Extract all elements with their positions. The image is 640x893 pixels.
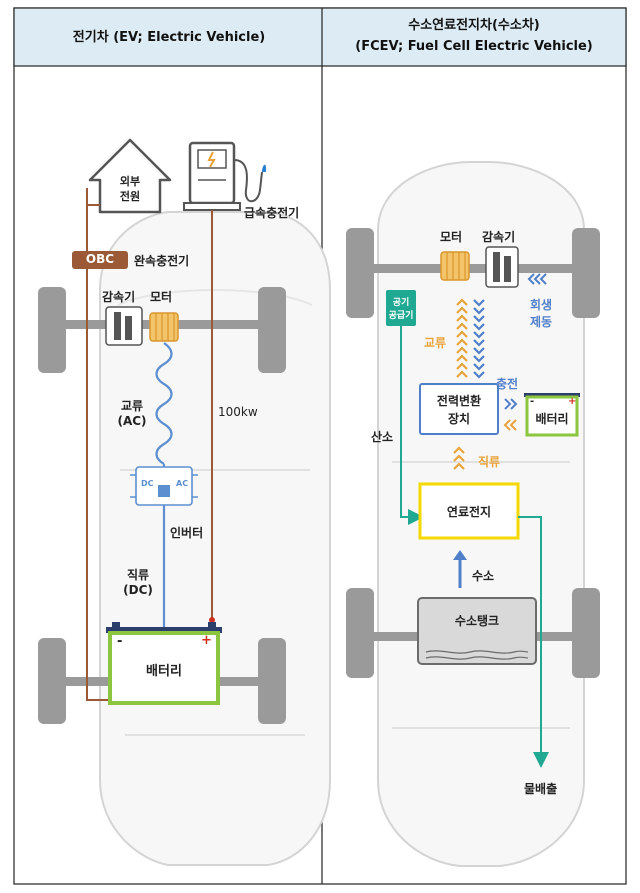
converter-label-line1: 전력변환 xyxy=(436,394,482,408)
regen-arrows xyxy=(527,273,547,285)
ev-battery-plus: + xyxy=(201,633,212,648)
external-power-wire xyxy=(86,188,110,701)
fcev-front-axle xyxy=(346,228,600,318)
fcev-battery-plus: + xyxy=(568,396,577,407)
inverter-ac-label: AC xyxy=(176,479,189,488)
oxygen-label: 산소 xyxy=(371,430,394,444)
ev-motor-label: 모터 xyxy=(150,290,173,304)
ev-battery-minus: - xyxy=(117,634,123,649)
fuel-cell-box xyxy=(418,482,520,540)
water-out-label: 물배출 xyxy=(524,782,558,796)
fcev-reducer-label: 감속기 xyxy=(482,230,516,244)
obc-box xyxy=(72,251,128,269)
external-power-label-line1: 외부 xyxy=(119,175,141,188)
ev-reducer-icon xyxy=(105,306,143,346)
dc-label-line2: (DC) xyxy=(123,583,153,597)
power-converter-box xyxy=(419,383,499,435)
right-header-title-line1: 수소연료전지차(수소차) xyxy=(408,18,540,33)
air-supply-label-line2: 공급기 xyxy=(388,311,414,321)
external-power-label-line2: 전원 xyxy=(119,190,141,203)
regen-down-chevrons xyxy=(473,299,485,379)
left-header-title: 전기차 (EV; Electric Vehicle) xyxy=(72,30,266,45)
dc-up-chevrons xyxy=(453,446,465,470)
ev-battery-label: 배터리 xyxy=(146,664,182,679)
slow-charger-label: 완속충전기 xyxy=(134,254,190,268)
ev-battery xyxy=(106,622,222,705)
power-100kw-label: 100kw xyxy=(218,405,258,419)
charge-arrows-right xyxy=(504,398,518,410)
hydrogen-tank xyxy=(417,597,537,665)
fast-charger-label: 급속충전기 xyxy=(244,206,300,220)
ac-label-line2: (AC) xyxy=(117,414,147,428)
hydrogen-tank-label: 수소탱크 xyxy=(454,614,500,628)
obc-label: OBC xyxy=(85,252,115,266)
ac-label-line1: 교류 xyxy=(120,399,144,413)
inverter-dc-label: DC xyxy=(141,479,154,488)
fcev-motor-icon xyxy=(440,251,470,281)
fuel-cell-label: 연료전지 xyxy=(446,505,492,519)
air-supply-box xyxy=(386,290,416,326)
fcev-battery xyxy=(524,393,580,437)
ev-motor-icon xyxy=(149,312,179,342)
water-outlet-line xyxy=(518,516,549,768)
discharge-arrows-left xyxy=(503,419,517,431)
converter-label-line2: 장치 xyxy=(447,412,471,426)
charge-label: 충전 xyxy=(496,377,519,391)
house-icon xyxy=(88,138,172,214)
fcev-motor-label: 모터 xyxy=(440,230,463,244)
regen-label-line2: 제동 xyxy=(530,315,553,329)
charging-station-icon xyxy=(183,141,266,211)
ac-up-chevrons xyxy=(456,298,468,378)
air-line xyxy=(400,326,424,525)
fcev-ac-label: 교류 xyxy=(424,336,447,350)
inverter-label: 인버터 xyxy=(170,526,204,540)
fcev-reducer-icon xyxy=(485,246,519,288)
hydrogen-label: 수소 xyxy=(472,569,495,583)
header-row-bg xyxy=(13,7,627,67)
fcev-battery-minus: - xyxy=(530,396,535,407)
air-supply-label-line1: 공기 xyxy=(392,298,410,308)
ac-wave-line xyxy=(155,342,173,465)
dc-label-line1: 직류 xyxy=(126,568,150,582)
fcev-battery-label: 배터리 xyxy=(535,412,569,426)
fcev-dc-label: 직류 xyxy=(478,455,501,469)
ev-reducer-label: 감속기 xyxy=(102,290,136,304)
right-header-title-line2: (FCEV; Fuel Cell Electric Vehicle) xyxy=(355,39,593,54)
regen-label-line1: 회생 xyxy=(530,298,553,312)
